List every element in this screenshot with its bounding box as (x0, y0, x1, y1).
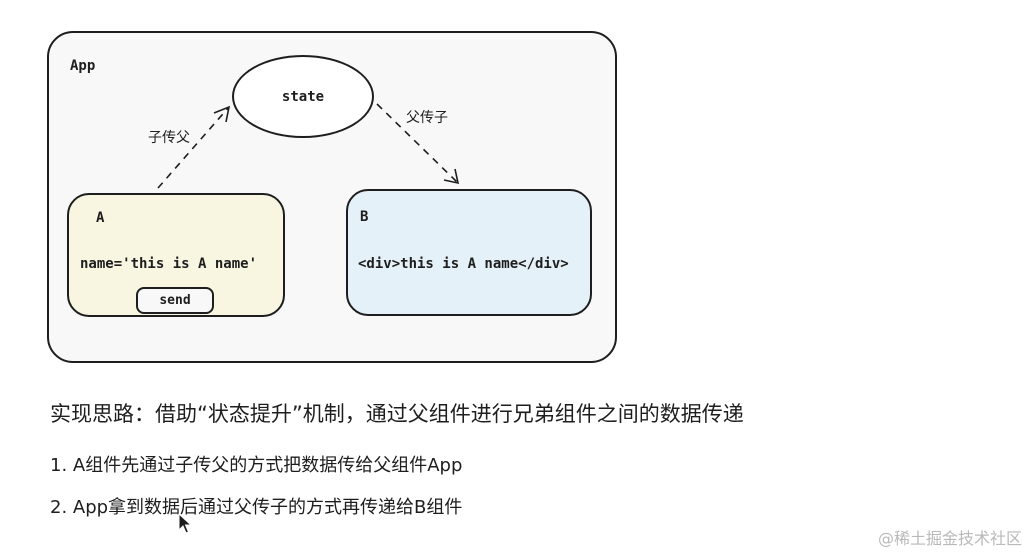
child-to-parent-label: 子传父 (148, 130, 190, 146)
send-button[interactable]: send (136, 287, 214, 314)
parent-to-child-label: 父传子 (406, 110, 448, 126)
component-b-code: <div>this is A name</div> (358, 256, 569, 272)
component-a-title: A (96, 210, 105, 226)
app-label: App (70, 58, 96, 74)
component-b-box (346, 189, 592, 316)
mouse-cursor-icon (178, 513, 192, 534)
watermark: @稀土掘金技术社区 (877, 529, 1022, 548)
component-a-code: name='this is A name' (80, 256, 258, 272)
notes-heading: 实现思路：借助“状态提升”机制，通过父组件进行兄弟组件之间的数据传递 (50, 402, 744, 426)
send-button-label: send (159, 293, 191, 308)
state-label: state (281, 88, 325, 105)
step-2: 2. App拿到数据后通过父传子的方式再传递给B组件 (50, 497, 463, 518)
step-1: 1. A组件先通过子传父的方式把数据传给父组件App (50, 455, 463, 476)
state-node: state (232, 55, 374, 138)
component-b-title: B (360, 209, 369, 225)
